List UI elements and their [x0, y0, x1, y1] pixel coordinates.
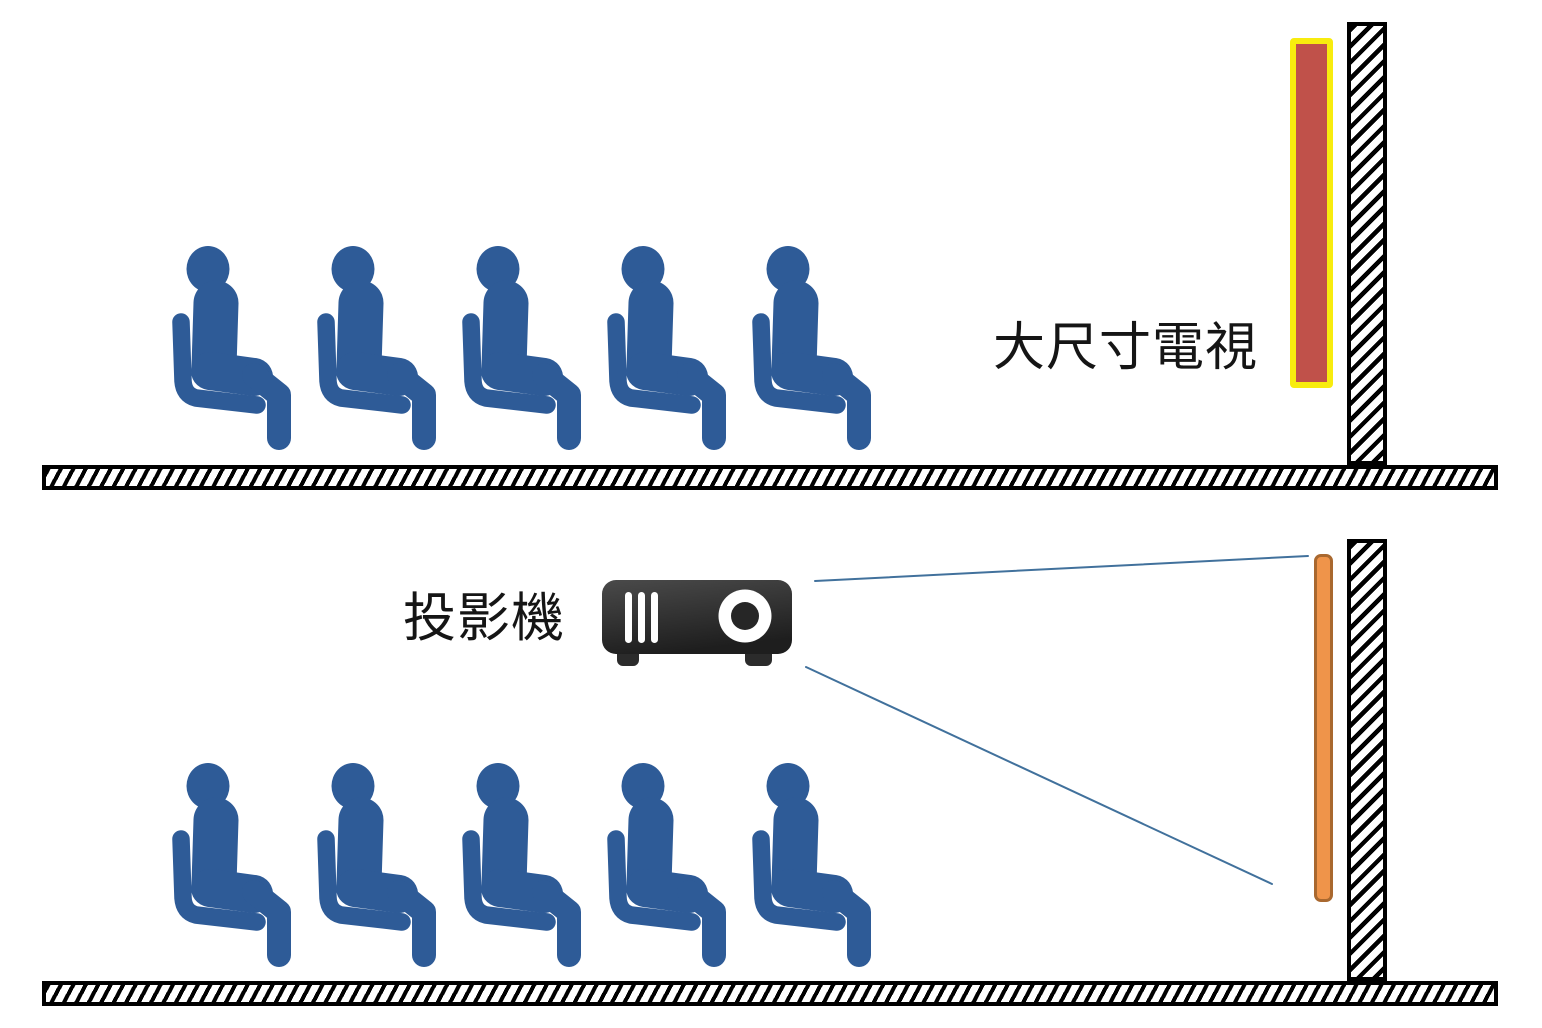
seated-person-icon — [616, 763, 714, 955]
tv-screen — [1290, 38, 1333, 388]
projector-label: 投影機 — [403, 589, 565, 648]
seated-person-icon — [326, 763, 424, 955]
projector-icon — [602, 580, 792, 666]
projection-screen — [1314, 554, 1333, 902]
floor-top — [42, 465, 1498, 490]
projector-lens — [718, 589, 772, 643]
projection-beam-top — [814, 555, 1309, 582]
seated-person-icon — [761, 763, 859, 955]
projector-vents — [625, 592, 658, 643]
tv-label: 大尺寸電視 — [993, 319, 1259, 377]
audience-row-bottom — [170, 762, 885, 977]
seated-person-icon — [181, 763, 279, 955]
wall-section-bottom — [1347, 539, 1387, 981]
floor-bottom — [42, 981, 1498, 1006]
projection-beam-bottom — [805, 666, 1273, 885]
seated-person-icon — [471, 763, 569, 955]
wall-section-top — [1347, 22, 1387, 465]
